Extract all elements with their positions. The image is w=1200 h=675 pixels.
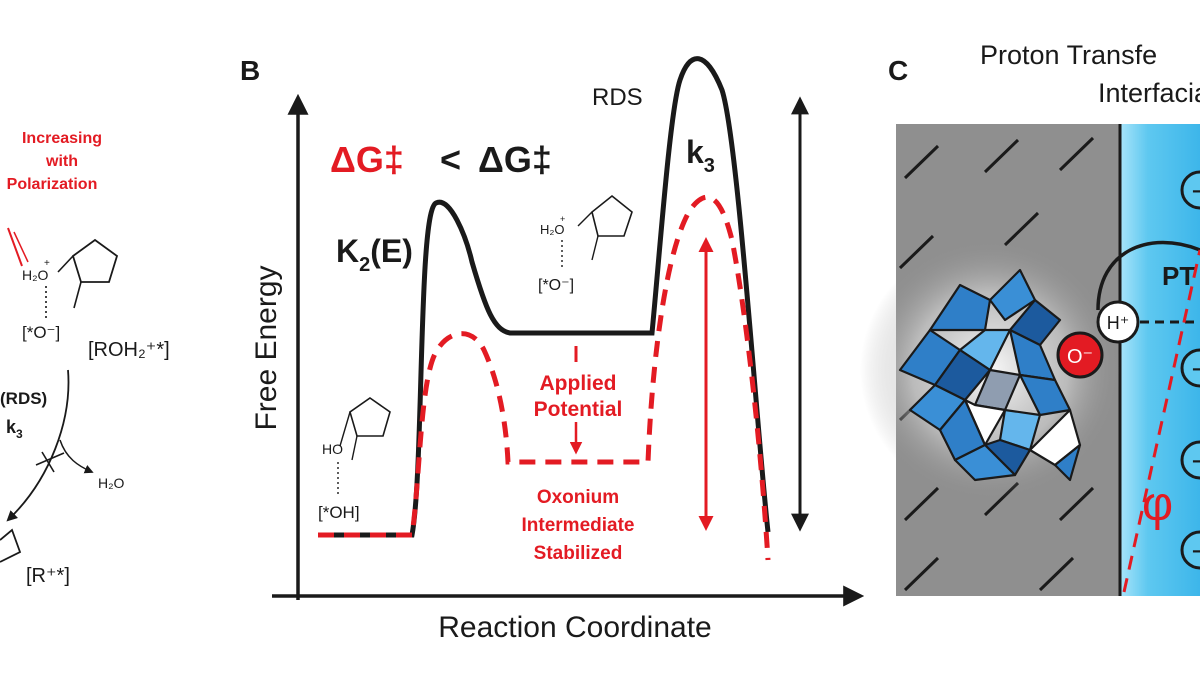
alcohol-ring	[349, 397, 391, 437]
water-label: H₂O	[98, 475, 125, 491]
delta-g-red: ΔG‡	[330, 139, 404, 180]
reaction-arrow-a	[6, 369, 70, 522]
plus-charge: +	[44, 258, 50, 269]
oxygen-anion-atom	[1056, 331, 1104, 379]
anion-1	[1180, 170, 1200, 210]
panel-b: B Free Energy Reaction Coordinate ΔG‡ < …	[240, 55, 865, 644]
proton-atom	[1096, 300, 1140, 344]
applied-label-2: Potential	[534, 398, 623, 421]
oxygen-anion-label: O⁻	[1067, 346, 1093, 368]
rds-label-b: RDS	[592, 84, 643, 111]
increasing-label-3: Polarization	[7, 176, 98, 193]
anion-4-sign: −	[1192, 541, 1200, 563]
increasing-label-1: Increasing	[22, 130, 102, 147]
methyl-bond	[73, 281, 82, 309]
alcohol-o-bond	[339, 411, 351, 447]
ho-label: HO	[322, 441, 343, 457]
oxonium-o-bond	[577, 211, 593, 227]
proton-label: H⁺	[1107, 313, 1130, 333]
anion-2-sign: −	[1192, 359, 1200, 381]
polyoxometalate-cluster	[898, 268, 1082, 482]
x-axis-label: Reaction Coordinate	[438, 611, 712, 644]
anion-column: − − − −	[1180, 170, 1200, 570]
applied-label-1: Applied	[540, 372, 617, 395]
proton-transfer-arc	[1096, 240, 1200, 311]
pt-label: PT	[1162, 261, 1195, 291]
alcohol-methyl	[351, 435, 358, 461]
panel-c-title-2: Interfacia	[1098, 78, 1200, 108]
oxonium-label-2: Intermediate	[522, 515, 635, 536]
k3-label-a: k3	[6, 417, 23, 441]
oxonium-o-site: [*O⁻]	[538, 277, 574, 294]
phi-label: φ	[1142, 478, 1173, 531]
panel-c: C Proton Transfe Interfacia	[860, 40, 1200, 596]
panel-c-title-1: Proton Transfe	[980, 40, 1157, 70]
oxonium-h2o-label: H₂O	[540, 222, 565, 237]
rds-label: (RDS)	[0, 389, 47, 408]
panel-c-letter: C	[888, 55, 908, 86]
k2e-label: K2(E)	[336, 233, 413, 276]
panel-b-letter: B	[240, 55, 260, 86]
roh2-plus-label: [ROH₂⁺*]	[88, 339, 170, 361]
red-lightning-mark-2	[13, 231, 29, 263]
anion-2	[1180, 348, 1200, 388]
energy-profile-black	[318, 56, 771, 538]
panel-a: Increasing with Polarization H₂O + [*O⁻]…	[0, 130, 170, 587]
k3-label-b: k3	[686, 134, 715, 177]
potential-profile-line	[1122, 249, 1200, 593]
less-than-sign: <	[440, 139, 461, 180]
oxonium-methyl	[591, 235, 599, 261]
cross-mark-1	[35, 452, 65, 466]
oxonium-plus: +	[560, 214, 565, 224]
y-axis-label: Free Energy	[250, 265, 283, 430]
energy-profile-red-dashed	[318, 194, 771, 561]
cross-mark-2	[41, 451, 55, 473]
anion-3	[1180, 440, 1200, 480]
cation-ring-fragment	[0, 528, 22, 563]
oxonium-label-1: Oxonium	[537, 487, 619, 508]
red-lightning-mark	[7, 227, 23, 267]
oxonium-label-3: Stabilized	[534, 543, 623, 564]
oxonium-ring	[591, 194, 633, 237]
r-plus-label: [R⁺*]	[26, 565, 70, 587]
cyclopentane-ring	[71, 238, 119, 283]
o-minus-site: [*O⁻]	[22, 323, 60, 342]
anion-3-sign: −	[1192, 451, 1200, 473]
anion-4	[1180, 530, 1200, 570]
anion-1-sign: −	[1192, 181, 1200, 203]
increasing-label-2: with	[45, 153, 78, 170]
oh-site-label: [*OH]	[318, 503, 360, 522]
h2o-plus-label: H₂O	[22, 267, 49, 283]
water-release-arrow	[59, 439, 94, 474]
delta-g-black: ΔG‡	[478, 139, 552, 180]
o-bond	[57, 255, 74, 273]
